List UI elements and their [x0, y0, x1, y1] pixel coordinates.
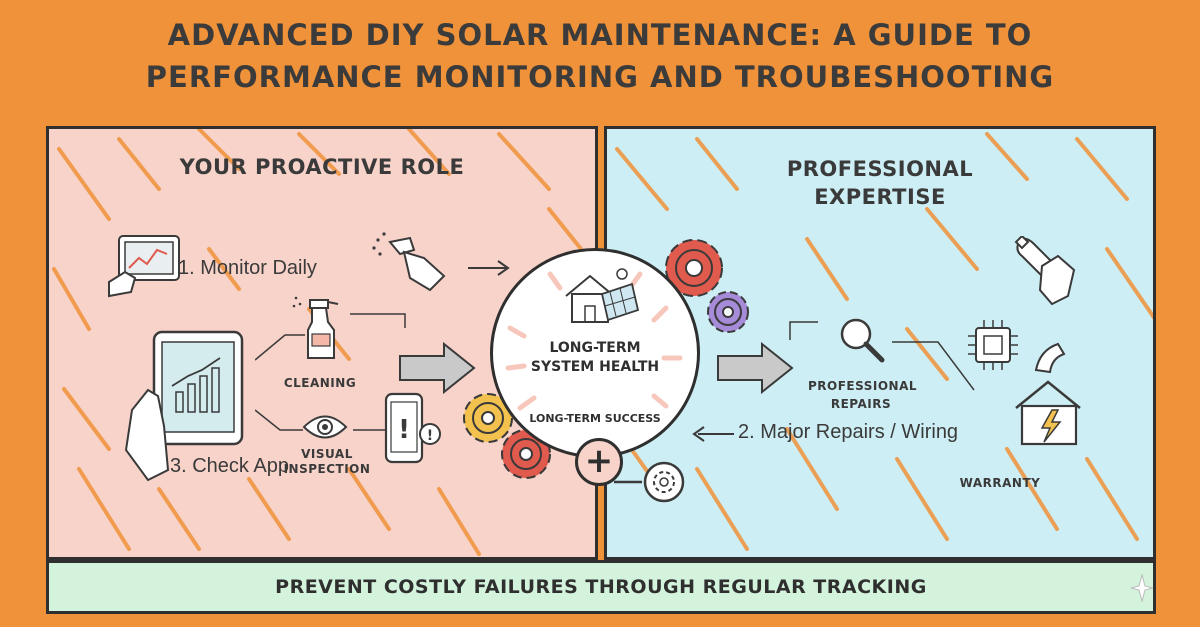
- page-title: ADVANCED DIY SOLAR MAINTENANCE: A GUIDE …: [0, 14, 1200, 98]
- title-line-2: PERFORMANCE MONITORING AND TROUBESHOOTIN…: [145, 60, 1055, 94]
- professional-repairs-label: PROFESSIONAL REPAIRS: [808, 377, 918, 413]
- repairs-line2: REPAIRS: [830, 397, 892, 411]
- arrow-left-small-icon: [692, 426, 734, 442]
- system-health-line1: LONG-TERM: [549, 340, 641, 356]
- arrow-to-center-icon: [399, 341, 476, 395]
- circle-burst: [505, 271, 683, 411]
- magnifier-icon: [840, 318, 885, 363]
- long-term-success-label: LONG-TERM SUCCESS: [529, 412, 661, 425]
- title-line-1: ADVANCED DIY SOLAR MAINTENANCE: A GUIDE …: [167, 18, 1033, 52]
- system-health-title: LONG-TERM SYSTEM HEALTH: [520, 339, 670, 377]
- gears-top-icon: [665, 239, 749, 333]
- wrench-icon: [1014, 236, 1076, 306]
- eye-icon: [302, 415, 348, 439]
- arrow-right-small-icon: [468, 260, 510, 276]
- system-health-circle: [490, 248, 700, 458]
- svg-text:!: !: [398, 415, 410, 445]
- arrow-to-repairs-icon: [717, 341, 794, 395]
- warranty-label: WARRANTY: [959, 476, 1041, 490]
- phone-alert-icon: ! !: [384, 392, 441, 464]
- proactive-role-heading: YOUR PROACTIVE ROLE: [179, 155, 465, 179]
- visual-inspection-label: VISUAL INSPECTION: [272, 447, 382, 477]
- plus-icon: +: [575, 438, 623, 486]
- step-monitor-daily: 1. Monitor Daily: [178, 257, 317, 279]
- house-solar-icon: [565, 268, 640, 323]
- professional-heading-line2: EXPERTISE: [814, 185, 946, 209]
- step-major-repairs: 2. Major Repairs / Wiring: [738, 421, 959, 443]
- professional-expertise-heading: PROFESSIONAL EXPERTISE: [760, 155, 1000, 211]
- tablet-chart-icon: [108, 235, 180, 298]
- visual-inspection-line2: INSPECTION: [283, 462, 371, 476]
- repairs-line1: PROFESSIONAL: [808, 379, 918, 393]
- system-health-line2: SYSTEM HEALTH: [530, 359, 660, 375]
- visual-inspection-line1: VISUAL: [301, 447, 353, 461]
- svg-text:!: !: [427, 428, 433, 444]
- spray-hand-icon: [372, 232, 446, 292]
- panel-texture-right: [615, 132, 1153, 551]
- sparkle-icon: [1130, 573, 1154, 603]
- bottom-banner: PREVENT COSTLY FAILURES THROUGH REGULAR …: [46, 560, 1156, 614]
- spray-bottle-icon: [292, 296, 339, 359]
- professional-heading-line1: PROFESSIONAL: [786, 157, 974, 181]
- house-lightning-icon: [1015, 342, 1081, 446]
- tablet-hand-icon: [124, 330, 244, 482]
- chip-icon: [968, 320, 1018, 370]
- repairs-connectors: [789, 321, 975, 391]
- step-check-app: 3. Check App: [170, 455, 289, 477]
- banner-text: PREVENT COSTLY FAILURES THROUGH REGULAR …: [275, 576, 927, 598]
- gear-icon: [614, 461, 685, 503]
- gears-bottom-icon: [463, 393, 551, 479]
- connector-lines: [255, 313, 406, 431]
- cleaning-label: CLEANING: [283, 376, 357, 390]
